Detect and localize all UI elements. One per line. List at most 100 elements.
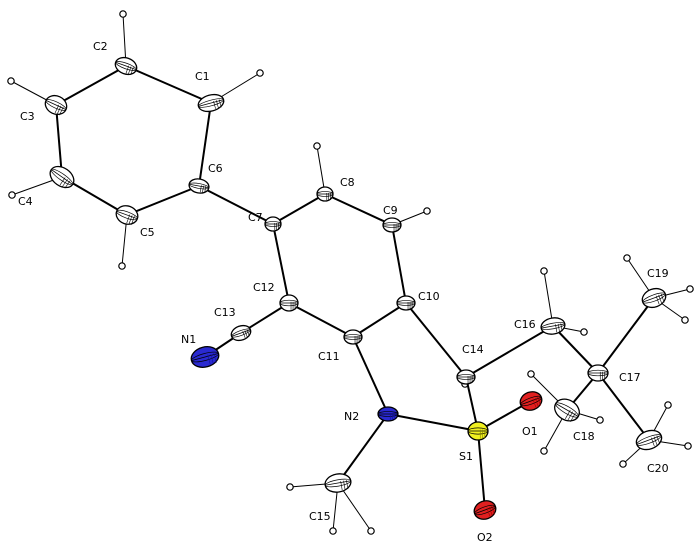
atom-label-o2: O2 [477, 531, 493, 544]
atom-label-c5: C5 [140, 226, 155, 239]
bond-C10-C11 [352, 302, 407, 338]
hydrogen-atom [7, 77, 15, 85]
hydrogen-atom [684, 442, 692, 450]
atom-o1 [519, 391, 543, 411]
bond-C14-C16 [465, 325, 554, 378]
atom-c3 [44, 94, 68, 116]
hydrogen-atom [540, 267, 548, 275]
bond-C8-C9 [324, 193, 393, 226]
hydrogen-atom [580, 328, 588, 336]
atom-layer [44, 56, 667, 520]
hydrogen-atom [423, 207, 431, 215]
atom-label-c3: C3 [20, 110, 35, 123]
bond-C5-C6 [126, 185, 200, 216]
hydrogen-layer [7, 10, 694, 535]
atom-label-c16: C16 [514, 318, 536, 331]
atom-c19 [641, 287, 667, 309]
atom-label-c18: C18 [573, 430, 595, 443]
atom-label-c20: C20 [647, 462, 669, 475]
hydrogen-atom [619, 460, 627, 468]
hydrogen-atom [367, 527, 375, 535]
hydrogen-atom [596, 416, 604, 424]
hydrogen-atom [118, 262, 126, 270]
hydrogen-atom [527, 370, 535, 378]
atom-label-c17: C17 [619, 371, 641, 384]
hydrogen-atom [664, 401, 672, 409]
atom-c14 [456, 369, 476, 385]
hydrogen-atom [681, 316, 689, 324]
bond-N2-S1 [387, 413, 479, 432]
bond-C16-C17 [552, 325, 599, 374]
atom-label-c9: C9 [383, 204, 398, 217]
atom-label-c4: C4 [18, 195, 33, 208]
atom-c2 [114, 56, 138, 76]
hydrogen-bond-line [316, 145, 326, 195]
atom-label-o1: O1 [522, 425, 538, 438]
hydrogen-atom [686, 285, 694, 293]
hydrogen-bond-line [543, 270, 554, 327]
bond-C17-C20 [597, 372, 650, 441]
hydrogen-atom [8, 191, 16, 199]
bond-layer [55, 65, 655, 511]
bond-C6-C7 [198, 185, 274, 225]
bond-C3-C4 [55, 104, 63, 178]
bond-C6-C1 [198, 102, 212, 187]
atom-c13 [230, 324, 252, 342]
atom-label-c8: C8 [340, 176, 355, 189]
hydrogen-atom [329, 527, 337, 535]
atom-c1 [197, 93, 225, 113]
atom-c9 [382, 217, 402, 233]
atom-n2 [377, 406, 399, 422]
atom-c15 [324, 473, 352, 493]
atom-label-c12: C12 [253, 281, 275, 294]
atom-c7 [264, 216, 282, 232]
atom-label-c15: C15 [309, 510, 331, 523]
bond-C2-C3 [55, 65, 127, 106]
bond-C12-C7 [272, 223, 290, 304]
bond-S1-O2 [477, 430, 486, 511]
atom-c17 [587, 364, 609, 382]
atom-c20 [635, 429, 663, 451]
atom-c5 [115, 205, 139, 225]
hydrogen-atom [623, 254, 631, 262]
atom-n1 [190, 346, 220, 368]
atom-label-c13: C13 [214, 306, 236, 319]
bond-C11-N2 [352, 336, 389, 415]
atom-o2 [473, 500, 497, 520]
hydrogen-atom [286, 483, 294, 491]
atom-label-c11: C11 [318, 350, 340, 363]
hydrogen-atom [540, 447, 548, 455]
bond-C7-C8 [272, 193, 326, 225]
bond-C17-C19 [597, 297, 655, 374]
atom-label-c10: C10 [418, 290, 440, 303]
hydrogen-atom [313, 142, 321, 150]
atom-label-n1: N1 [181, 333, 196, 346]
bond-C9-C10 [391, 224, 407, 304]
atom-c16 [540, 317, 566, 335]
hydrogen-atom [256, 69, 264, 77]
atom-c6 [188, 178, 210, 194]
atom-label-n2: N2 [344, 410, 359, 423]
atom-c4 [49, 165, 75, 189]
atom-s1 [467, 421, 489, 441]
bond-C1-C2 [125, 65, 212, 104]
bond-N2-C15 [337, 413, 389, 484]
label-layer: C1C2C3C4C5C6C7C8C9C10C11C12C13C14C15C16C… [18, 40, 669, 544]
atom-c11 [343, 329, 363, 345]
atom-label-c2: C2 [93, 40, 108, 53]
atom-c8 [316, 186, 334, 202]
atom-label-c7: C7 [248, 211, 263, 224]
atom-label-c1: C1 [195, 70, 210, 83]
bond-C11-C12 [288, 302, 354, 338]
atom-label-s1: S1 [459, 450, 473, 463]
atom-label-c14: C14 [462, 343, 484, 356]
atom-label-c19: C19 [647, 267, 669, 280]
atom-label-c6: C6 [208, 162, 223, 175]
bond-C10-C14 [405, 302, 467, 378]
atom-c18 [554, 398, 580, 422]
hydrogen-atom [119, 10, 127, 18]
atom-c10 [396, 295, 416, 311]
atom-c12 [279, 294, 299, 312]
